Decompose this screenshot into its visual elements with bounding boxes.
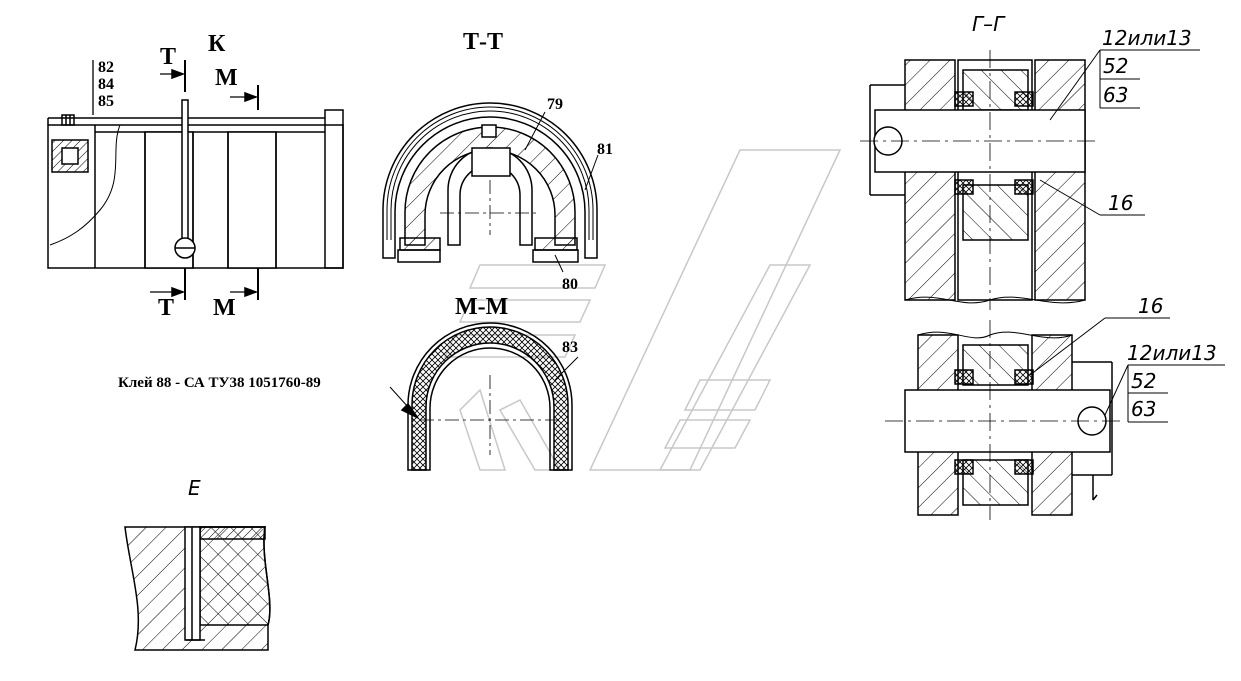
gg-top-ref-1: 12или13 bbox=[1102, 26, 1192, 50]
section-t-bottom: Т bbox=[158, 295, 175, 321]
callout-80: 80 bbox=[562, 276, 578, 293]
view-k-drawing bbox=[48, 60, 343, 300]
callout-79: 79 bbox=[547, 96, 563, 113]
gg-mid-callout-16: 16 bbox=[1138, 294, 1164, 318]
view-tt-drawing bbox=[383, 103, 598, 272]
glue-note: Клей 88 - СА ТУ38 1051760-89 bbox=[118, 375, 321, 391]
part-number-84: 84 bbox=[98, 76, 114, 93]
gg-top-ref-2: 52 bbox=[1103, 54, 1129, 78]
watermark-logo bbox=[445, 150, 840, 470]
gg-top-callout-16: 16 bbox=[1108, 191, 1134, 215]
view-e-drawing bbox=[125, 527, 270, 650]
gg-bottom-ref-3: 63 bbox=[1131, 397, 1157, 421]
gg-bottom-ref-2: 52 bbox=[1131, 369, 1157, 393]
callout-83: 83 bbox=[562, 339, 578, 356]
view-mm-title: М-М bbox=[455, 294, 509, 320]
view-tt-title: Т-Т bbox=[463, 29, 504, 55]
section-m-top: М bbox=[215, 65, 238, 91]
section-m-bottom: М bbox=[213, 295, 236, 321]
view-k-title: К bbox=[208, 31, 226, 57]
view-gg-top-drawing bbox=[860, 50, 1200, 310]
callout-81: 81 bbox=[597, 141, 613, 158]
gg-bottom-ref-1: 12или13 bbox=[1127, 341, 1217, 365]
view-gg-bottom-drawing bbox=[885, 318, 1225, 520]
section-t-top: Т bbox=[160, 44, 177, 70]
view-gg-title: Г–Г bbox=[972, 12, 1005, 36]
gg-top-ref-3: 63 bbox=[1103, 83, 1129, 107]
view-mm-drawing bbox=[390, 323, 578, 470]
part-number-82: 82 bbox=[98, 59, 114, 76]
part-number-85: 85 bbox=[98, 93, 114, 110]
view-e-title: Е bbox=[188, 476, 201, 500]
